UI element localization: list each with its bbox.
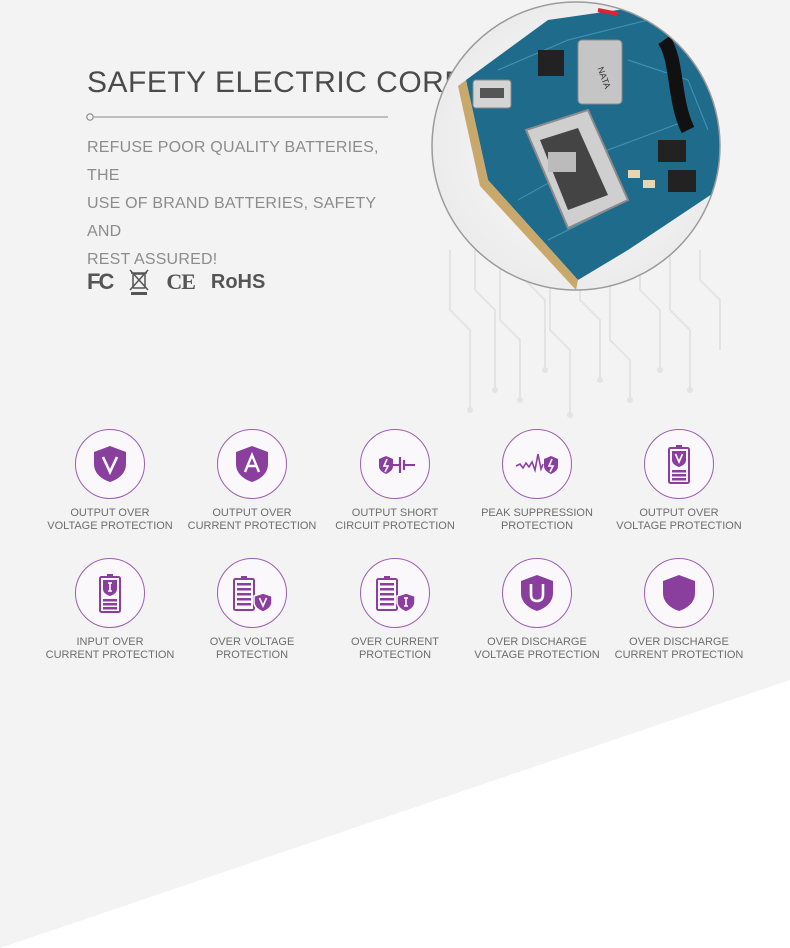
- feature-icon-circle: [217, 429, 287, 499]
- feature-label-line: PROTECTION: [215, 649, 289, 661]
- fc-mark: FC: [87, 269, 114, 294]
- feature-label: INPUT OVER CURRENT PROTECTION: [35, 636, 185, 662]
- feature-icon-circle: [217, 558, 287, 628]
- feature-label-line: OVER VOLTAGE: [209, 636, 295, 648]
- battery-shield-i-icon: [376, 576, 416, 613]
- feature-label-line: VOLTAGE PROTECTION: [616, 520, 742, 532]
- feature-output-over-voltage: OUTPUT OVER VOLTAGE PROTECTION: [35, 429, 185, 533]
- page-title: SAFETY ELECTRIC CORE: [87, 66, 465, 99]
- feature-label: OUTPUT SHORT CIRCUIT PROTECTION: [320, 507, 470, 533]
- feature-label: PEAK SUPPRESSION PROTECTION: [462, 507, 612, 533]
- feature-label: OVER VOLTAGE PROTECTION: [177, 636, 327, 662]
- feature-label-line: CURRENT PROTECTION: [187, 520, 317, 532]
- feature-icon-circle: [360, 429, 430, 499]
- battery-i-icon: [99, 574, 121, 613]
- feature-label-line: OUTPUT SHORT: [351, 507, 439, 519]
- feature-icon-circle: [502, 429, 572, 499]
- short-circuit-icon: [379, 456, 415, 474]
- feature-over-discharge-current: OVER DISCHARGE CURRENT PROTECTION: [604, 558, 754, 662]
- feature-icon-circle: [75, 558, 145, 628]
- feature-label-line: OUTPUT OVER: [70, 507, 150, 519]
- feature-label-line: OVER CURRENT: [350, 636, 439, 648]
- feature-label: OUTPUT OVER CURRENT PROTECTION: [177, 507, 327, 533]
- feature-label-line: VOLTAGE PROTECTION: [474, 649, 600, 661]
- feature-label-line: CURRENT PROTECTION: [45, 649, 175, 661]
- feature-icon-circle: [502, 558, 572, 628]
- feature-label-line: PROTECTION: [358, 649, 432, 661]
- feature-icon-circle: [644, 429, 714, 499]
- feature-output-over-voltage-battery: OUTPUT OVER VOLTAGE PROTECTION: [604, 429, 754, 533]
- battery-v-icon: [668, 445, 690, 484]
- feature-label: OUTPUT OVER VOLTAGE PROTECTION: [604, 507, 754, 533]
- feature-over-discharge-voltage: OVER DISCHARGE VOLTAGE PROTECTION: [462, 558, 612, 662]
- description-line: REFUSE POOR QUALITY BATTERIES, THE: [87, 139, 379, 184]
- peak-suppression-icon: [515, 453, 558, 474]
- description-line: REST ASSURED!: [87, 251, 218, 268]
- feature-label-line: CURRENT PROTECTION: [614, 649, 744, 661]
- shield-u-icon: [521, 575, 553, 611]
- feature-label-line: OUTPUT OVER: [639, 507, 719, 519]
- pcb-closeup-image: NATA: [431, 1, 721, 291]
- feature-output-over-current: OUTPUT OVER CURRENT PROTECTION: [177, 429, 327, 533]
- feature-icon-circle: [75, 429, 145, 499]
- feature-output-short-circuit: OUTPUT SHORT CIRCUIT PROTECTION: [320, 429, 470, 533]
- feature-peak-suppression: PEAK SUPPRESSION PROTECTION: [462, 429, 612, 533]
- feature-label: OVER DISCHARGE CURRENT PROTECTION: [604, 636, 754, 662]
- feature-label: OVER DISCHARGE VOLTAGE PROTECTION: [462, 636, 612, 662]
- feature-label-line: PEAK SUPPRESSION: [481, 507, 593, 519]
- description: REFUSE POOR QUALITY BATTERIES, THE USE O…: [87, 134, 397, 274]
- shield-v-icon: [94, 446, 126, 482]
- ce-mark: CE: [166, 269, 196, 294]
- feature-icon-circle: [360, 558, 430, 628]
- feature-over-voltage: OVER VOLTAGE PROTECTION: [177, 558, 327, 662]
- rohs-mark: RoHS: [210, 270, 266, 293]
- feature-label-line: CIRCUIT PROTECTION: [335, 520, 455, 532]
- weee-bin-icon: [129, 269, 149, 295]
- feature-label-line: INPUT OVER: [76, 636, 144, 648]
- feature-input-over-current: INPUT OVER CURRENT PROTECTION: [35, 558, 185, 662]
- feature-label-line: VOLTAGE PROTECTION: [47, 520, 173, 532]
- description-line: USE OF BRAND BATTERIES, SAFETY AND: [87, 195, 377, 240]
- battery-shield-v-icon: [233, 576, 273, 613]
- feature-label: OUTPUT OVER VOLTAGE PROTECTION: [35, 507, 185, 533]
- feature-label-line: OUTPUT OVER: [212, 507, 292, 519]
- feature-label: OVER CURRENT PROTECTION: [320, 636, 470, 662]
- shield-plain-icon: [663, 575, 695, 611]
- feature-label-line: PROTECTION: [500, 520, 574, 532]
- shield-a-icon: [236, 446, 268, 482]
- feature-label-line: OVER DISCHARGE: [487, 636, 587, 648]
- feature-label-line: OVER DISCHARGE: [629, 636, 729, 648]
- feature-over-current: OVER CURRENT PROTECTION: [320, 558, 470, 662]
- feature-icon-circle: [644, 558, 714, 628]
- certification-logos: FC CE RoHS: [87, 265, 281, 299]
- title-underline: [86, 113, 388, 121]
